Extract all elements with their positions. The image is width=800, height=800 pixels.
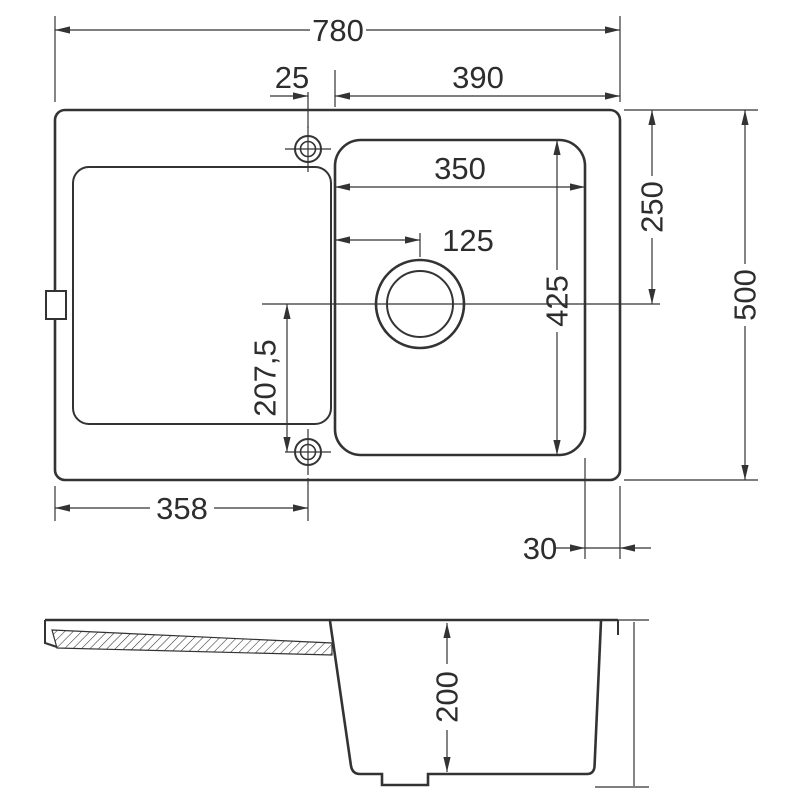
dim-tap-hole-offset: 25 xyxy=(270,60,309,128)
dim-tap-hole-from-center: 207,5 xyxy=(248,304,291,452)
overall-height-extension xyxy=(595,619,649,788)
overflow-notch xyxy=(45,290,67,320)
top-view: 780 390 25 350 125 425 xyxy=(45,13,763,566)
dim-label-250: 250 xyxy=(635,181,670,233)
dim-overall-width: 780 xyxy=(54,13,621,102)
dim-label-390: 390 xyxy=(452,60,504,95)
dim-bowl-width: 350 xyxy=(335,151,585,191)
dim-bowl-length: 425 xyxy=(540,140,575,455)
dim-bowl-depth: 200 xyxy=(430,623,465,772)
dim-label-200: 200 xyxy=(430,671,465,723)
tap-hole-top xyxy=(285,126,331,172)
dim-label-780: 780 xyxy=(312,13,364,48)
rim-left-edge xyxy=(44,620,58,648)
drainer-board-section xyxy=(51,629,333,656)
dim-label-25: 25 xyxy=(275,60,309,95)
drainer-area xyxy=(72,166,332,425)
bowl-section-profile xyxy=(328,620,603,787)
dim-center-from-top: 250 xyxy=(635,110,670,304)
dim-label-350: 350 xyxy=(434,151,486,186)
dim-label-358: 358 xyxy=(156,491,208,526)
side-section-view: 200 xyxy=(44,618,649,788)
dim-tap-hole-from-left: 358 xyxy=(54,478,309,526)
tap-hole-bottom xyxy=(285,429,331,475)
bowl-outline xyxy=(333,138,587,457)
dim-label-30: 30 xyxy=(523,531,557,566)
dim-label-207-5: 207,5 xyxy=(248,339,283,417)
dim-overall-depth: 500 xyxy=(624,109,763,481)
dim-label-500: 500 xyxy=(728,269,763,321)
dim-label-425: 425 xyxy=(540,275,575,327)
dim-edge-clearance: 30 xyxy=(523,458,651,566)
dim-label-125: 125 xyxy=(442,223,494,258)
dim-drain-from-edge: 125 xyxy=(335,223,494,258)
dim-right-section-width: 390 xyxy=(334,60,620,107)
